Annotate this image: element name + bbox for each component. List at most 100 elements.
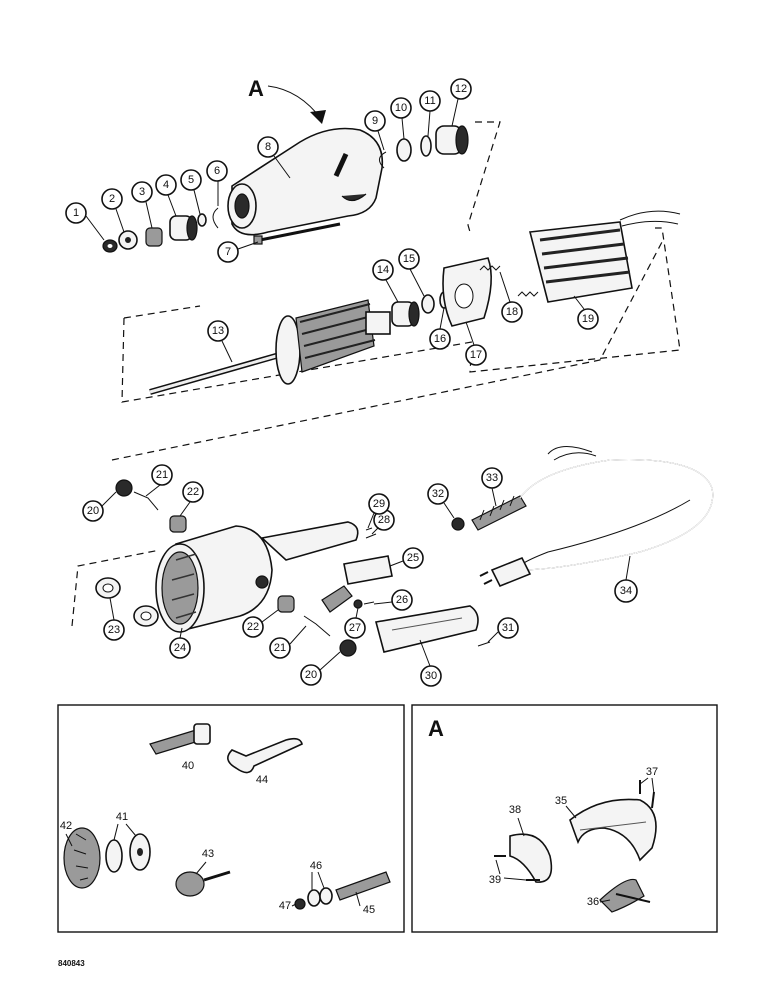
svg-text:29: 29 bbox=[373, 498, 385, 510]
svg-text:1: 1 bbox=[73, 207, 79, 219]
label-38: 38 bbox=[509, 804, 521, 816]
part-switch-25 bbox=[321, 555, 393, 613]
label-44: 44 bbox=[256, 774, 268, 786]
callout-21-lower: 21 bbox=[269, 637, 291, 659]
callout-6: 6 bbox=[206, 160, 228, 182]
part-brush-cap-20-upper bbox=[115, 479, 133, 497]
svg-text:30: 30 bbox=[425, 670, 437, 682]
label-43: 43 bbox=[202, 848, 214, 860]
callout-4: 4 bbox=[155, 174, 177, 196]
callout-14: 14 bbox=[372, 259, 394, 281]
dashed-guide-left bbox=[71, 549, 161, 627]
svg-text:24: 24 bbox=[174, 642, 186, 654]
callout-29: 29 bbox=[368, 493, 390, 515]
part-screw-26 bbox=[363, 601, 375, 605]
part-retaining-ring-9 bbox=[379, 151, 387, 169]
svg-text:23: 23 bbox=[108, 624, 120, 636]
callout-22-lower: 22 bbox=[242, 616, 264, 638]
part-washers-23 bbox=[95, 577, 159, 627]
label-36: 36 bbox=[587, 896, 599, 908]
callout-34: 34 bbox=[614, 579, 638, 603]
part-washer-10 bbox=[396, 138, 412, 162]
svg-text:5: 5 bbox=[188, 174, 194, 186]
svg-text:13: 13 bbox=[212, 325, 224, 337]
callout-11: 11 bbox=[419, 90, 441, 112]
part-screw-29 bbox=[365, 527, 373, 531]
callout-12: 12 bbox=[450, 78, 472, 100]
svg-text:20: 20 bbox=[87, 505, 99, 517]
svg-text:10: 10 bbox=[395, 102, 407, 114]
svg-text:3: 3 bbox=[139, 186, 145, 198]
label-46: 46 bbox=[310, 860, 322, 872]
svg-text:6: 6 bbox=[214, 165, 220, 177]
part-screw-31 bbox=[477, 641, 491, 647]
svg-text:4: 4 bbox=[163, 179, 169, 191]
dashed-guide-middle bbox=[121, 227, 681, 403]
part-washer-2 bbox=[118, 230, 138, 250]
svg-text:21: 21 bbox=[156, 469, 168, 481]
dashed-guide-diagonal bbox=[111, 241, 663, 461]
callout-16: 16 bbox=[429, 328, 451, 350]
part-spacer-27 bbox=[353, 599, 363, 609]
callout-22-upper: 22 bbox=[182, 481, 204, 503]
part-brush-holder-22-upper bbox=[169, 515, 187, 533]
svg-text:11: 11 bbox=[424, 95, 435, 107]
leaders-inset-detail bbox=[495, 777, 655, 903]
svg-text:33: 33 bbox=[486, 472, 498, 484]
label-37: 37 bbox=[646, 766, 658, 778]
callout-28: 28 bbox=[373, 509, 395, 531]
callout-27: 27 bbox=[344, 617, 366, 639]
part-bolt-7 bbox=[253, 222, 341, 245]
label-40: 40 bbox=[182, 760, 194, 772]
callout-23: 23 bbox=[103, 619, 125, 641]
svg-text:26: 26 bbox=[396, 594, 408, 606]
part-nut-1 bbox=[102, 239, 118, 253]
part-brush-21-lower bbox=[303, 615, 331, 637]
label-41: 41 bbox=[116, 811, 128, 823]
part-washer-15 bbox=[421, 294, 435, 314]
inset-accessories-box bbox=[57, 704, 405, 933]
inset-detail-a-box bbox=[411, 704, 718, 933]
svg-text:12: 12 bbox=[455, 83, 467, 95]
svg-text:15: 15 bbox=[403, 253, 415, 265]
label-47: 47 bbox=[279, 900, 291, 912]
part-ring-6 bbox=[212, 207, 219, 229]
callout-5: 5 bbox=[180, 169, 202, 191]
view-arrowhead bbox=[310, 110, 326, 124]
part-armature-13 bbox=[149, 299, 391, 395]
callout-25: 25 bbox=[402, 547, 424, 569]
part-springs-18 bbox=[479, 265, 539, 297]
leaders-top bbox=[85, 98, 459, 250]
part-power-cord-34 bbox=[479, 446, 714, 588]
callout-1: 1 bbox=[65, 202, 87, 224]
part-ring-11 bbox=[420, 135, 432, 157]
callout-24: 24 bbox=[169, 637, 191, 659]
label-39: 39 bbox=[489, 874, 501, 886]
callout-2: 2 bbox=[101, 188, 123, 210]
part-handle-cover-30 bbox=[375, 605, 479, 653]
part-gear-housing-8 bbox=[227, 127, 384, 236]
callout-26: 26 bbox=[391, 589, 413, 611]
part-wrench-44 bbox=[227, 737, 303, 774]
inset-letter: A bbox=[428, 716, 444, 741]
part-strain-relief-33 bbox=[471, 495, 527, 531]
part-field-coil-19 bbox=[528, 210, 681, 303]
leaders-inset-accessories bbox=[65, 823, 361, 907]
svg-text:8: 8 bbox=[265, 141, 271, 153]
callout-15: 15 bbox=[398, 248, 420, 270]
part-guard-35 bbox=[569, 798, 657, 862]
part-arbor-40 bbox=[149, 723, 211, 755]
view-letter: A bbox=[248, 76, 264, 101]
svg-text:18: 18 bbox=[506, 306, 518, 318]
part-clamp-36 bbox=[599, 878, 651, 913]
label-45: 45 bbox=[363, 904, 375, 916]
svg-text:22: 22 bbox=[247, 621, 259, 633]
svg-text:21: 21 bbox=[274, 642, 286, 654]
svg-text:17: 17 bbox=[470, 349, 482, 361]
part-flanges-41 bbox=[105, 833, 151, 873]
part-bearing-4 bbox=[169, 215, 198, 241]
svg-text:2: 2 bbox=[109, 193, 115, 205]
label-35: 35 bbox=[555, 795, 567, 807]
callout-13: 13 bbox=[207, 320, 229, 342]
dashed-guide-top bbox=[467, 121, 501, 233]
